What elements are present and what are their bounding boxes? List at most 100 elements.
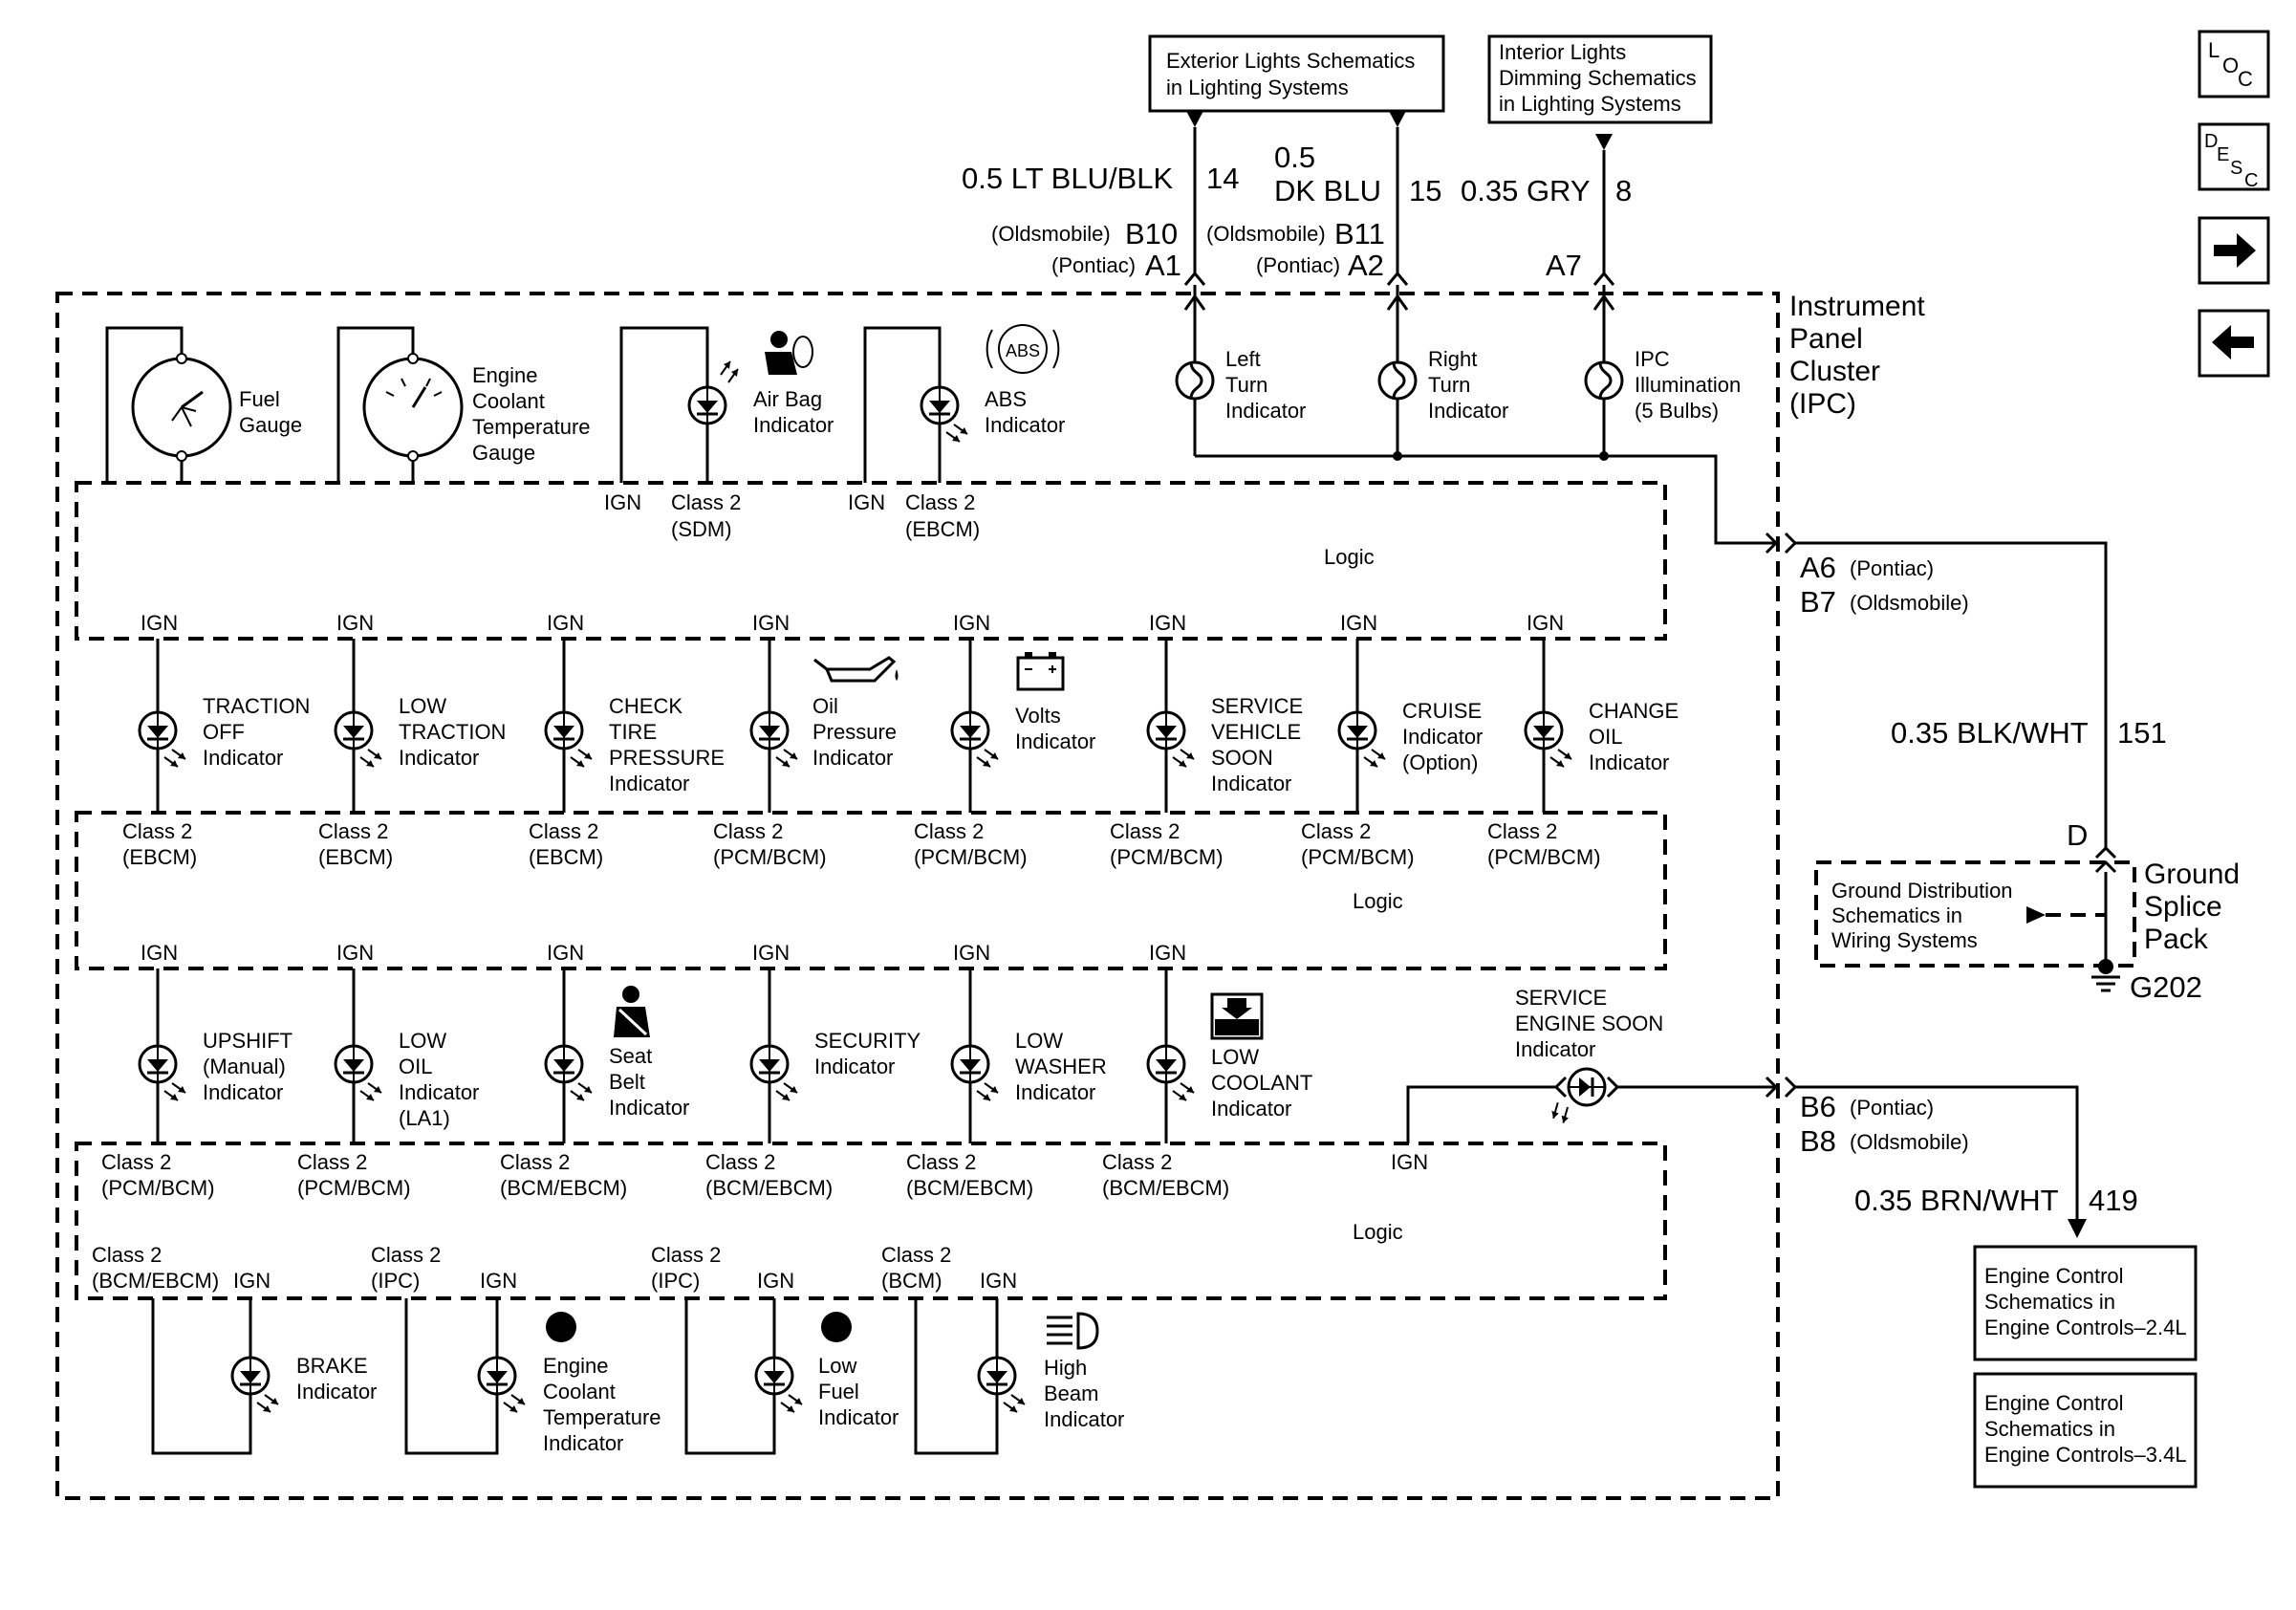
ipc-title: Instrument Panel Cluster (IPC) [1789,291,1925,420]
ground-splice-box [1814,860,2136,968]
seat-belt-icon [614,986,650,1037]
low-coolant-label-2: COOLANT [1211,1071,1312,1095]
right-turn-label-1: Right [1428,347,1477,371]
coolant-gauge-label-2: Coolant [472,389,545,413]
a2-make: (Pontiac) [1256,253,1340,277]
low-traction-label-3: Indicator [399,746,479,770]
loc-glyph-l: L [2208,38,2220,62]
oil-pressure-source-2: (PCM/BCM) [713,845,827,869]
low-oil-label-4: (LA1) [399,1106,450,1130]
right-turn-bulb: Right Turn Indicator [1377,285,1508,456]
security-ign: IGN [752,941,790,965]
check-tire-ign: IGN [547,611,584,635]
b8-make: (Oldsmobile) [1850,1130,1969,1154]
cruise-source-1: Class 2 [1301,819,1371,843]
wire-14-color: 0.5 LT BLU/BLK [962,162,1173,195]
ipc-illum-label-3: (5 Bulbs) [1635,399,1719,423]
loc-button[interactable]: L O C [2198,30,2270,98]
a6-make: (Pontiac) [1850,556,1934,580]
high-beam-icon [1047,1312,1099,1350]
change-oil-indicator: IGN CHANGE OIL Indicator Class 2 (PCM/BC… [1487,611,1679,869]
desc-button[interactable]: D E S C [2198,122,2270,191]
security-label-1: SECURITY [814,1029,921,1053]
interior-lights-ref[interactable]: Interior Lights Dimming Schematics in Li… [1487,34,1713,124]
left-turn-bulb: Left Turn Indicator [1175,285,1306,456]
low-fuel-source-1: Class 2 [651,1243,721,1267]
ipc-boundary [55,292,1780,1500]
d-pin: D [2067,818,2088,852]
traction-off-source-1: Class 2 [122,819,192,843]
cruise-label-2: Indicator [1402,725,1483,749]
abs-ign: IGN [848,490,885,514]
wire-8-circuit: 8 [1615,174,1632,207]
wire-15-gauge: 0.5 [1274,141,1315,174]
wire-8-color: 0.35 GRY [1461,174,1591,207]
upshift-label-3: Indicator [203,1080,283,1104]
security-source-2: (BCM/EBCM) [705,1176,833,1200]
low-washer-source-1: Class 2 [906,1150,976,1174]
volts-source-1: Class 2 [914,819,984,843]
exterior-lights-ref[interactable]: Exterior Lights Schematics in Lighting S… [1148,34,1445,113]
a1-pin: A1 [1145,249,1181,282]
ipc-title-line-4: (IPC) [1789,388,1856,420]
oil-pressure-source-1: Class 2 [713,819,783,843]
seat-belt-label-2: Belt [609,1070,645,1094]
ect-label-2: Coolant [543,1380,616,1403]
traction-off-label-2: OFF [203,720,245,744]
high-beam-ign: IGN [980,1269,1017,1293]
volts-indicator: IGN Volts Indicator Class 2 (PCM/BCM) [914,611,1095,869]
interior-ref-line-3: in Lighting Systems [1499,92,1681,116]
ground-ref-line-2: Schematics in [1831,903,1962,927]
a2-pin: A2 [1348,249,1384,282]
b6-pin: B6 [1800,1090,1836,1123]
desc-glyph-e: E [2217,144,2229,165]
ipc-illum-label-1: IPC [1635,347,1670,371]
ground-splice-label-1: Ground [2144,859,2240,890]
ect-label-3: Temperature [543,1405,661,1429]
high-beam-indicator: Class 2 (BCM) IGN High Beam Indicator [881,1243,1124,1455]
ses-ign: IGN [1391,1150,1428,1174]
engine-34-line-3: Engine Controls–3.4L [1984,1443,2187,1467]
low-traction-ign: IGN [336,611,374,635]
logic-label-2: Logic [1353,889,1403,913]
a1-make: (Pontiac) [1051,253,1136,277]
ground-splice-label-2: Splice [2144,891,2222,923]
low-washer-label-1: LOW [1015,1029,1063,1053]
a6-pin: A6 [1800,551,1836,584]
right-turn-label-2: Turn [1428,373,1470,397]
brake-source-1: Class 2 [92,1243,162,1267]
change-oil-label-3: Indicator [1589,751,1669,774]
cruise-ign: IGN [1340,611,1377,635]
engine-controls-24-ref[interactable]: Engine Control Schematics in Engine Cont… [1973,1245,2198,1361]
low-washer-source-2: (BCM/EBCM) [906,1176,1033,1200]
fuel-gauge-label-2: Gauge [239,413,302,437]
row2-indicators: IGN UPSHIFT (Manual) Indicator Class 2 (… [101,941,1312,1200]
low-fuel-label-1: Low [818,1354,856,1378]
service-engine-soon-indicator: SERVICE ENGINE SOON Indicator IGN [1391,986,1798,1174]
low-oil-label-2: OIL [399,1055,432,1078]
svs-source-1: Class 2 [1110,819,1180,843]
wire-15-color: DK BLU [1274,174,1381,207]
next-page-button[interactable] [2198,216,2270,285]
volts-ign: IGN [953,611,990,635]
low-oil-source-1: Class 2 [297,1150,367,1174]
prev-page-button[interactable] [2198,309,2270,378]
volts-label-1: Volts [1015,704,1061,728]
engine-controls-34-ref[interactable]: Engine Control Schematics in Engine Cont… [1973,1372,2198,1489]
cruise-indicator: IGN CRUISE Indicator (Option) Class 2 (P… [1301,611,1483,869]
b10-make: (Oldsmobile) [991,222,1111,246]
ses-label-1: SERVICE [1515,986,1607,1010]
b10-pin: B10 [1125,217,1178,250]
engine-34-line-1: Engine Control [1984,1391,2124,1415]
security-source-1: Class 2 [705,1150,775,1174]
low-washer-label-3: Indicator [1015,1080,1095,1104]
b7-pin: B7 [1800,585,1836,619]
low-oil-ign: IGN [336,941,374,965]
low-fuel-label-3: Indicator [818,1405,899,1429]
b8-pin: B8 [1800,1124,1836,1158]
desc-icon: D E S C [2204,131,2258,191]
ground-distribution-ref[interactable]: Ground Distribution Schematics in Wiring… [1831,879,2013,952]
traction-off-label-1: TRACTION [203,694,310,718]
change-oil-source-2: (PCM/BCM) [1487,845,1601,869]
air-bag-indicator: Air Bag Indicator IGN Class 2 (SDM) [604,326,834,541]
